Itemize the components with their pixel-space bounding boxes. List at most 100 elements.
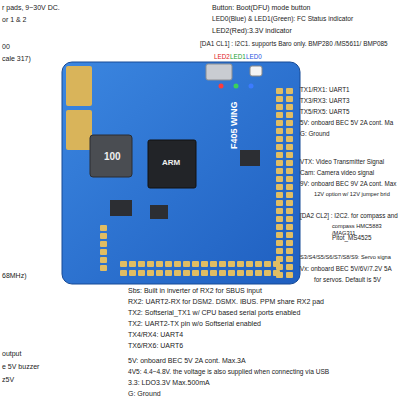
pin-note: Pitot_MS4525 bbox=[332, 234, 372, 241]
pin-note: LED0(Blue) & LED1(Green): FC Status indi… bbox=[212, 15, 353, 23]
solder-pad bbox=[286, 88, 293, 94]
solder-pad bbox=[165, 270, 172, 276]
solder-pad bbox=[276, 232, 283, 238]
solder-pad bbox=[276, 216, 283, 222]
battery-pad bbox=[66, 110, 92, 150]
pin-note: G: Ground bbox=[300, 130, 329, 137]
pin-note: [DA1 CL1] : I2C1. supports Baro only. BM… bbox=[200, 40, 388, 47]
solder-pad bbox=[286, 96, 293, 102]
inductor-marking: 100 bbox=[104, 151, 121, 163]
note: r pads, 9~30V DC. bbox=[2, 4, 60, 12]
solder-pad bbox=[192, 270, 199, 276]
solder-pad bbox=[276, 104, 283, 110]
solder-pad bbox=[286, 144, 293, 150]
solder-pad bbox=[228, 261, 235, 267]
solder-pad bbox=[286, 192, 293, 198]
solder-pad bbox=[286, 104, 293, 110]
solder-pad bbox=[156, 270, 163, 276]
pin-note: 5V: onboard BEC 5V 2A cont. Max.3A bbox=[128, 357, 246, 365]
solder-pad bbox=[174, 270, 181, 276]
pin-note: 12V option w/ 12V jumper brid bbox=[314, 191, 390, 198]
pin-note: TX2: UART2-TX pin w/o Softserial enabled bbox=[128, 320, 261, 328]
led-label: LED0 bbox=[246, 53, 262, 60]
pin-note: 4V5: 4.4~4.8V. the voltage is also suppl… bbox=[128, 368, 329, 376]
solder-pad bbox=[286, 136, 293, 142]
solder-pad bbox=[100, 249, 107, 255]
solder-pad bbox=[100, 257, 107, 263]
solder-pads bbox=[100, 88, 293, 278]
pin-note: TX6/RX6: UART6 bbox=[128, 342, 183, 350]
solder-pad bbox=[129, 270, 136, 276]
solder-pad bbox=[276, 192, 283, 198]
solder-pad bbox=[286, 248, 293, 254]
ic bbox=[110, 200, 132, 216]
solder-pad bbox=[273, 261, 280, 267]
boot-button bbox=[250, 66, 262, 76]
solder-pad bbox=[165, 261, 172, 267]
pcb bbox=[62, 62, 300, 284]
note: z5V bbox=[2, 376, 14, 384]
solder-pad bbox=[255, 270, 262, 276]
led bbox=[249, 84, 254, 89]
solder-pad bbox=[276, 136, 283, 142]
led-label: LED2 bbox=[214, 53, 230, 60]
solder-pad bbox=[276, 160, 283, 166]
solder-pad bbox=[264, 261, 271, 267]
note: 68MHz) bbox=[2, 272, 27, 280]
solder-pad bbox=[228, 270, 235, 276]
pin-note: TX2: Softserial_TX1 w/ CPU based serial … bbox=[128, 309, 300, 317]
solder-pad bbox=[138, 261, 145, 267]
solder-pad bbox=[286, 208, 293, 214]
solder-pad bbox=[276, 112, 283, 118]
pin-note: 5V: onboard BEC 5V 2A cont. Ma bbox=[300, 119, 393, 126]
led bbox=[219, 84, 224, 89]
solder-pad bbox=[201, 270, 208, 276]
led-label: LED1 bbox=[230, 53, 246, 60]
solder-pad bbox=[276, 144, 283, 150]
solder-pad bbox=[100, 241, 107, 247]
solder-pad bbox=[219, 261, 226, 267]
solder-pad bbox=[276, 168, 283, 174]
solder-pad bbox=[192, 261, 199, 267]
solder-pad bbox=[100, 233, 107, 239]
pin-note: VTX: Video Transmitter Signal bbox=[300, 158, 384, 165]
pin-note: S3/S4/S5/S6/S7/S8/S9: Servo signa bbox=[300, 254, 391, 261]
solder-pad bbox=[286, 240, 293, 246]
solder-pad bbox=[286, 160, 293, 166]
solder-pad bbox=[286, 168, 293, 174]
solder-pad bbox=[246, 270, 253, 276]
solder-pad bbox=[237, 261, 244, 267]
ic bbox=[240, 150, 260, 166]
solder-pad bbox=[286, 152, 293, 158]
solder-pad bbox=[120, 270, 127, 276]
solder-pad bbox=[100, 225, 107, 231]
solder-pad bbox=[210, 261, 217, 267]
solder-pad bbox=[276, 88, 283, 94]
solder-pad bbox=[100, 265, 107, 271]
solder-pad bbox=[276, 184, 283, 190]
solder-pad bbox=[237, 270, 244, 276]
inductor bbox=[90, 135, 132, 177]
solder-pad bbox=[276, 152, 283, 158]
note: cale 317) bbox=[2, 55, 31, 63]
solder-pad bbox=[286, 264, 293, 270]
solder-pad bbox=[156, 261, 163, 267]
battery-pad bbox=[66, 66, 92, 106]
solder-pad bbox=[286, 200, 293, 206]
led bbox=[234, 84, 239, 89]
pin-note: LED2(Red):3.3V indicator bbox=[212, 27, 292, 35]
pin-note: Button: Boot(DFU) mode button bbox=[212, 4, 310, 12]
note: or 1 & 2 bbox=[2, 16, 27, 24]
solder-pad bbox=[286, 216, 293, 222]
solder-pad bbox=[201, 261, 208, 267]
solder-pad bbox=[255, 261, 262, 267]
note: output bbox=[2, 350, 21, 358]
solder-pad bbox=[276, 240, 283, 246]
pin-note: [DA2 CL2] : I2C2. for compass and bbox=[300, 212, 398, 219]
note: 00 bbox=[2, 43, 10, 51]
solder-pad bbox=[120, 261, 127, 267]
solder-pad bbox=[138, 270, 145, 276]
board-name: F405 WING bbox=[229, 101, 239, 149]
